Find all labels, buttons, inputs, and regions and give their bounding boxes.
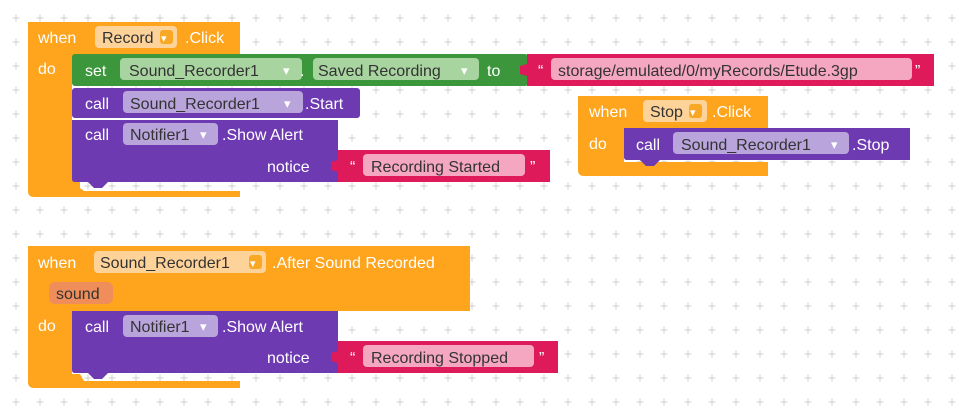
component-dropdown-label: Record (102, 30, 154, 47)
notice-param-label: notice (267, 159, 310, 176)
svg-text:Saved Recording: Saved Recording (318, 63, 441, 80)
svg-text:▾: ▾ (161, 33, 167, 45)
saved-path-value: storage/emulated/0/myRecords/Etude.3gp (558, 63, 858, 80)
dropdown-arrow-icon: ▾ (200, 127, 207, 142)
svg-text:”: ” (530, 159, 535, 176)
text-field[interactable] (363, 154, 525, 176)
event-block-after-sound-recorded[interactable]: when Sound_Recorder1 ▾ .After Sound Reco… (28, 246, 470, 388)
set-keyword: set (85, 63, 107, 80)
svg-text:”: ” (539, 350, 544, 367)
method-name: .Show Alert (222, 319, 303, 336)
component-dropdown-stop[interactable]: Stop ▾ (643, 100, 707, 122)
when-keyword: when (588, 104, 627, 121)
svg-text:“: “ (350, 159, 355, 176)
dot-separator: . (300, 63, 304, 80)
dropdown-arrow-icon (249, 255, 262, 269)
method-name: .Start (305, 96, 344, 113)
event-block-body (28, 22, 240, 197)
notice-param-label: notice (267, 350, 310, 367)
event-name: .After Sound Recorded (272, 255, 435, 272)
svg-text:sound: sound (56, 286, 100, 303)
component-dropdown-sound-recorder-stop[interactable]: Sound_Recorder1 ▾ (673, 132, 849, 154)
text-block-recording-started[interactable]: “ Recording Started ” (331, 150, 550, 182)
notice-value: Recording Stopped (371, 350, 508, 367)
to-keyword: to (487, 63, 500, 80)
when-keyword: when (37, 255, 76, 272)
dropdown-arrow-icon: ▾ (461, 63, 468, 78)
property-dropdown-saved-recording[interactable]: Saved Recording ▾ (313, 58, 479, 80)
dropdown-arrow-icon: ▾ (283, 63, 290, 78)
method-block-start[interactable]: call Sound_Recorder1 ▾ .Start (72, 88, 360, 118)
component-dropdown-sound-recorder-event[interactable]: Sound_Recorder1 ▾ (94, 251, 266, 273)
event-block-body (578, 96, 768, 176)
call-keyword: call (85, 96, 109, 113)
event-block-body (28, 246, 470, 388)
svg-text:▾: ▾ (250, 258, 256, 270)
dropdown-arrow-icon: ▾ (200, 319, 207, 334)
call-keyword: call (85, 319, 109, 336)
event-name: .Click (185, 30, 225, 47)
method-block-show-alert-started[interactable]: call Notifier1 ▾ .Show Alert notice (72, 120, 338, 188)
svg-text:Sound_Recorder1: Sound_Recorder1 (681, 137, 811, 154)
do-keyword: do (38, 318, 56, 335)
event-block-record-click[interactable]: when Record ▾ .Click do (28, 22, 240, 197)
when-keyword: when (37, 30, 76, 47)
component-dropdown-sound-recorder[interactable]: Sound_Recorder1 ▾ (120, 58, 302, 80)
svg-text:“: “ (538, 63, 543, 80)
svg-text:▾: ▾ (690, 107, 696, 119)
component-dropdown-notifier[interactable]: Notifier1 ▾ (123, 123, 218, 145)
component-dropdown-sound-recorder-start[interactable]: Sound_Recorder1 ▾ (123, 91, 303, 113)
method-block-stop[interactable]: call Sound_Recorder1 ▾ .Stop (624, 128, 910, 166)
svg-text:Sound_Recorder1: Sound_Recorder1 (129, 63, 259, 80)
svg-text:”: ” (915, 63, 920, 80)
svg-text:Notifier1: Notifier1 (130, 127, 190, 144)
do-keyword: do (589, 136, 607, 153)
svg-text:Sound_Recorder1: Sound_Recorder1 (100, 255, 230, 272)
component-dropdown-record[interactable]: Record ▾ (95, 26, 177, 48)
text-block-recording-stopped[interactable]: “ Recording Stopped ” (331, 341, 558, 373)
setter-block-saved-recording[interactable]: set Sound_Recorder1 ▾ . Saved Recording … (72, 54, 528, 86)
text-field[interactable] (551, 58, 912, 80)
dropdown-arrow-icon (160, 30, 173, 44)
dropdown-arrow-icon: ▾ (284, 96, 291, 111)
method-name: .Stop (852, 137, 889, 154)
event-name: .Click (712, 104, 752, 121)
event-param-sound[interactable]: sound (49, 282, 113, 304)
method-block-show-alert-stopped[interactable]: call Notifier1 ▾ .Show Alert notice (72, 311, 338, 379)
notice-value: Recording Started (371, 159, 500, 176)
method-name: .Show Alert (222, 127, 303, 144)
svg-text:“: “ (350, 350, 355, 367)
do-keyword: do (38, 61, 56, 78)
component-dropdown-notifier-stopped[interactable]: Notifier1 ▾ (123, 315, 218, 337)
svg-text:Stop: Stop (650, 104, 683, 121)
dropdown-arrow-icon (689, 104, 702, 118)
text-block-saved-path[interactable]: “ storage/emulated/0/myRecords/Etude.3gp… (520, 54, 934, 86)
dropdown-arrow-icon: ▾ (831, 137, 838, 152)
text-field[interactable] (363, 345, 534, 367)
svg-text:Sound_Recorder1: Sound_Recorder1 (130, 96, 260, 113)
call-keyword: call (85, 127, 109, 144)
svg-text:Notifier1: Notifier1 (130, 319, 190, 336)
event-block-stop-click[interactable]: when Stop ▾ .Click do (578, 96, 768, 176)
call-keyword: call (636, 137, 660, 154)
